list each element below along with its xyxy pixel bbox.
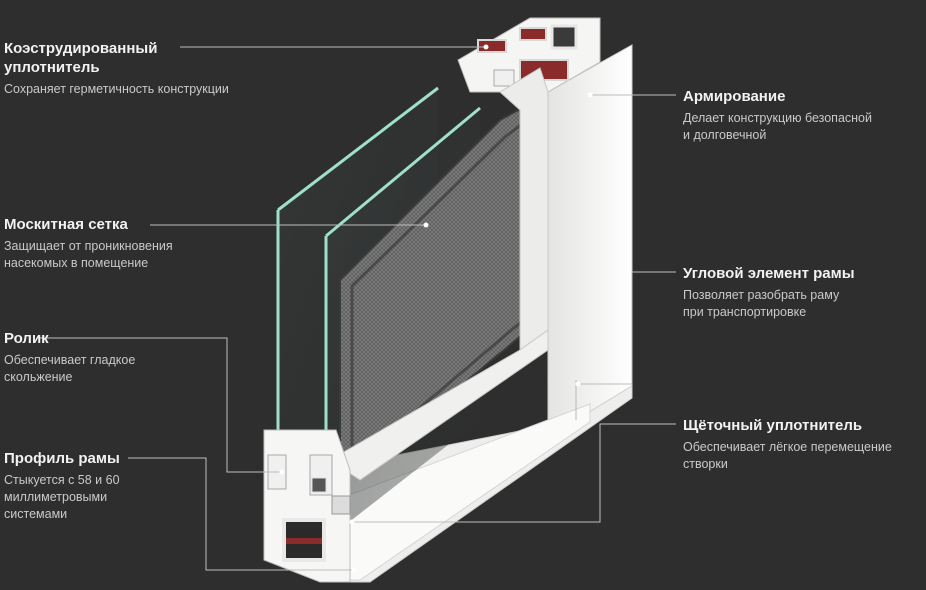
callout-description-line: Стыкуется с 58 и 60: [4, 473, 120, 487]
leader-lines: [40, 46, 676, 571]
callout-description: Позволяет разобрать раму при транспортир…: [683, 287, 923, 321]
frame-profile-shape: [319, 44, 633, 583]
callout-description-line: при транспортировке: [683, 305, 807, 319]
anchor-dot-roller: [279, 469, 285, 475]
callout-description-line: системами: [4, 507, 68, 521]
anchor-dot-brush-seal: [349, 519, 355, 525]
callout-title-line: Москитная сетка: [4, 216, 128, 233]
callout-description-line: Сохраняет герметичность конструкции: [4, 82, 229, 96]
callout-title: Угловой элемент рамы: [683, 264, 923, 283]
bottom-profile-section: [263, 429, 351, 583]
callout-description-line: скольжение: [4, 370, 73, 384]
callout-description-line: Позволяет разобрать раму: [683, 288, 840, 302]
callout-description-line: миллиметровыми: [4, 490, 108, 504]
callout-description: Обеспечивает гладкое скольжение: [4, 352, 224, 386]
callout-title-line: Ролик: [4, 330, 49, 347]
callout-title: Москитная сетка: [4, 215, 234, 234]
callout-description: Защищает от проникновения насекомых в по…: [4, 238, 234, 272]
callout-title: Ролик: [4, 329, 224, 348]
callout-description-line: Защищает от проникновения: [4, 239, 173, 253]
callout-title-line: Угловой элемент рамы: [683, 265, 855, 282]
leader-line-corner-element: [578, 271, 676, 385]
anchor-dot-corner-element: [575, 381, 581, 387]
callout-title: Щёточный уплотнитель: [683, 416, 923, 435]
callout-title-line: Армирование: [683, 88, 786, 105]
callout-brush-seal: Щёточный уплотнитель Обеспечивает лёгкое…: [683, 416, 923, 473]
callout-description: Делает конструкцию безопасной и долговеч…: [683, 110, 923, 144]
sash-frames: [329, 67, 549, 481]
leader-line-roller: [40, 337, 282, 473]
callout-description-line: и долговечной: [683, 128, 767, 142]
callout-title-line: Профиль рамы: [4, 450, 120, 467]
callout-frame-profile: Профиль рамы Стыкуется с 58 и 60 миллиме…: [4, 449, 224, 523]
callout-title: Армирование: [683, 87, 923, 106]
callout-title: Профиль рамы: [4, 449, 224, 468]
anchor-dot-frame-profile: [351, 567, 357, 573]
callout-description-line: Делает конструкцию безопасной: [683, 111, 872, 125]
callout-reinforcement: Армирование Делает конструкцию безопасно…: [683, 87, 923, 144]
anchor-dot-mosquito-net: [423, 222, 429, 228]
callout-roller: Ролик Обеспечивает гладкое скольжение: [4, 329, 224, 386]
anchor-dot-reinforcement: [587, 92, 593, 98]
callout-mosquito-net: Москитная сетка Защищает от проникновени…: [4, 215, 234, 272]
callout-title-line: Щёточный уплотнитель: [683, 417, 863, 434]
callout-description-line: Обеспечивает гладкое: [4, 353, 136, 367]
leader-line-frame-profile: [128, 457, 354, 571]
leader-anchor-dots: [279, 44, 593, 573]
callout-description-line: Обеспечивает лёгкое перемещение: [683, 440, 892, 454]
callout-title-line: Коэструдированный: [4, 40, 158, 57]
callout-title: Коэструдированный уплотнитель: [4, 39, 244, 77]
callout-description-line: насекомых в помещение: [4, 256, 149, 270]
callout-description: Сохраняет герметичность конструкции: [4, 81, 244, 98]
anchor-dot-coextruded-seal: [483, 44, 489, 50]
callout-coextruded-seal: Коэструдированный уплотнитель Сохраняет …: [4, 39, 244, 98]
callout-description: Обеспечивает лёгкое перемещение створки: [683, 439, 923, 473]
callout-description: Стыкуется с 58 и 60 миллиметровыми систе…: [4, 472, 224, 523]
callout-description-line: створки: [683, 457, 728, 471]
callout-title-line: уплотнитель: [4, 59, 100, 76]
leader-line-brush-seal: [352, 423, 676, 523]
callout-corner-element: Угловой элемент рамы Позволяет разобрать…: [683, 264, 923, 321]
